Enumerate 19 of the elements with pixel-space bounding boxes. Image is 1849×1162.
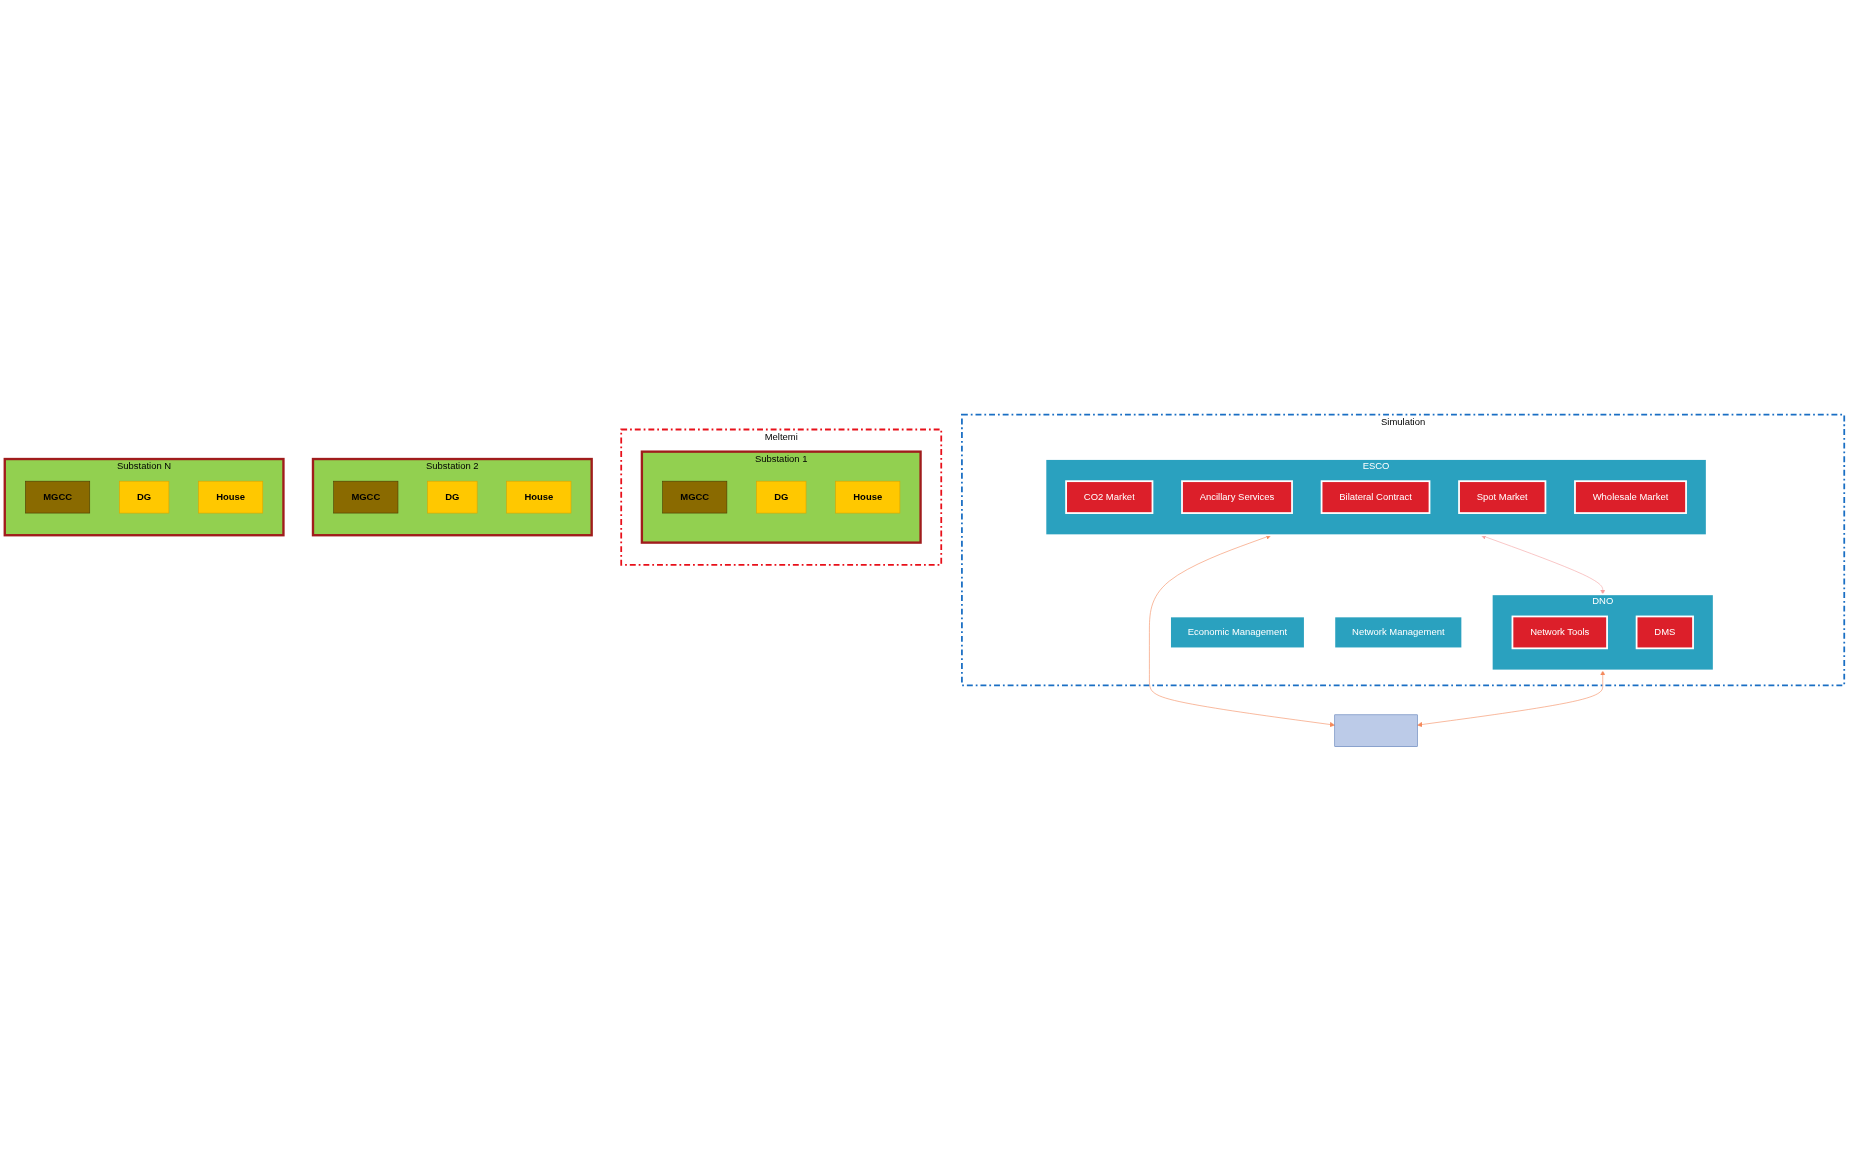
node-box: DG bbox=[427, 481, 478, 514]
node-box: Wholesale Market bbox=[1574, 480, 1687, 515]
node-box: House bbox=[506, 481, 572, 514]
node-box: Network Management bbox=[1333, 615, 1464, 650]
node-box: Network Tools bbox=[1511, 615, 1608, 650]
node-box bbox=[1334, 714, 1418, 748]
node-box: Spot Market bbox=[1458, 480, 1547, 515]
node-box: Ancillary Services bbox=[1181, 480, 1293, 515]
node-box: House bbox=[835, 481, 901, 514]
node-box: CO2 Market bbox=[1065, 480, 1154, 515]
node-box: MGCC bbox=[333, 481, 399, 514]
node-box: Bilateral Contract bbox=[1320, 480, 1431, 515]
node-box: DG bbox=[119, 481, 170, 514]
node-box: MGCC bbox=[662, 481, 728, 514]
node-box: Economic Management bbox=[1169, 615, 1306, 650]
node-box: House bbox=[198, 481, 264, 514]
node-box: MGCC bbox=[25, 481, 91, 514]
node-box: DMS bbox=[1635, 615, 1694, 650]
node-box: DG bbox=[756, 481, 807, 514]
